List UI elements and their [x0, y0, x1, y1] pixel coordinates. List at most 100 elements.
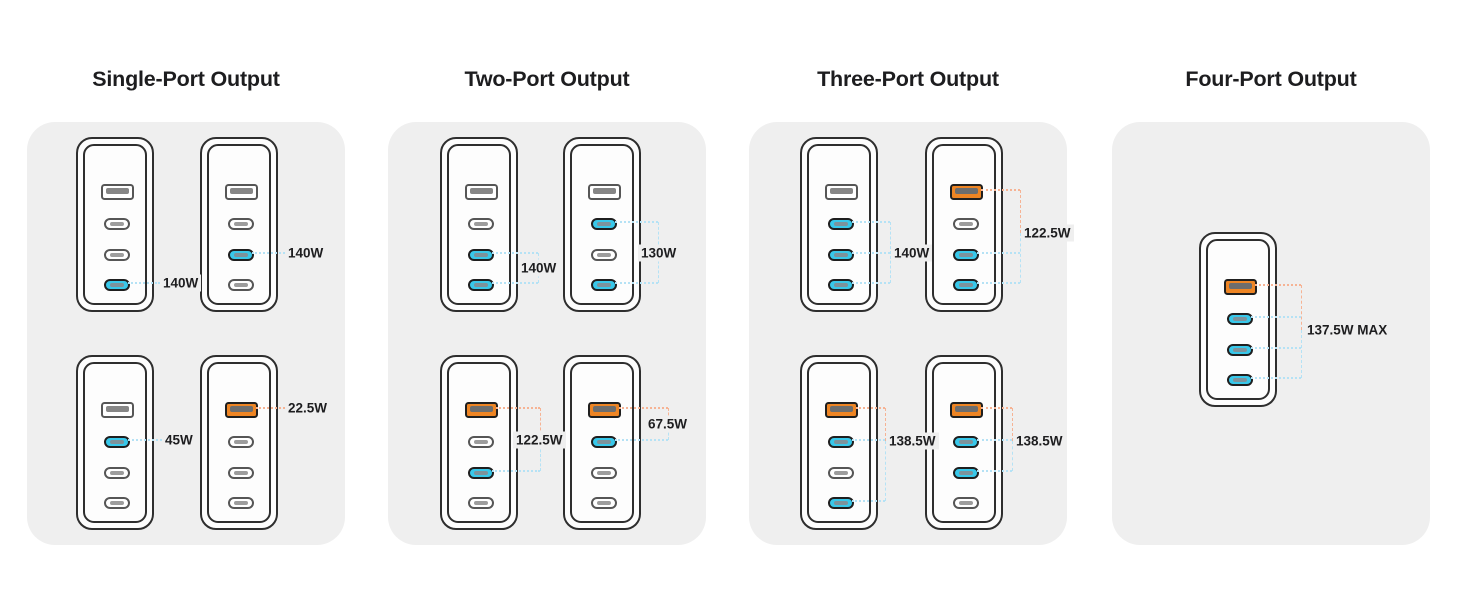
charger-body — [200, 137, 278, 312]
port-contact-bar — [959, 222, 973, 226]
port-contact-bar — [834, 253, 848, 257]
usb-c-port — [468, 436, 494, 448]
usb-c-port — [1227, 374, 1253, 386]
annotation-line — [852, 252, 890, 254]
charger-inner-outline — [807, 362, 871, 523]
annotation-line — [980, 407, 1012, 409]
charger-inner-outline — [207, 144, 271, 305]
annotation-line — [855, 407, 885, 409]
port-contact-bar — [110, 471, 124, 475]
wattage-label: 140W — [160, 274, 202, 292]
port-contact-bar — [474, 471, 488, 475]
annotation-line — [492, 282, 538, 284]
port-contact-bar — [834, 501, 848, 505]
port-contact-bar — [592, 188, 616, 194]
wattage-label: 22.5W — [285, 399, 331, 417]
port-contact-bar — [959, 283, 973, 287]
port-contact-bar — [1233, 317, 1247, 321]
usb-a-port — [1223, 279, 1257, 295]
annotation-line — [1254, 284, 1301, 286]
usb-c-port — [228, 467, 254, 479]
port-contact-bar — [959, 253, 973, 257]
usb-a-port — [464, 184, 498, 200]
port-contact-bar — [110, 283, 124, 287]
usb-a-port — [224, 184, 258, 200]
port-contact-bar — [469, 406, 493, 412]
usb-c-port — [953, 497, 979, 509]
wattage-label: 140W — [518, 259, 560, 277]
port-contact-bar — [834, 440, 848, 444]
annotation-line — [128, 282, 160, 284]
annotation-line — [980, 189, 1020, 191]
annotation-line — [977, 470, 1012, 472]
annotation-line — [852, 500, 885, 502]
port-contact-bar — [834, 283, 848, 287]
charger-body — [925, 355, 1003, 530]
port-contact-bar — [110, 501, 124, 505]
usb-a-port — [100, 402, 134, 418]
port-contact-bar — [469, 188, 493, 194]
port-contact-bar — [959, 471, 973, 475]
usb-c-port — [104, 218, 130, 230]
port-contact-bar — [110, 253, 124, 257]
output-panel — [388, 122, 706, 545]
usb-c-port — [1227, 313, 1253, 325]
annotation-bracket-line — [1020, 190, 1021, 233]
charger-body — [440, 355, 518, 530]
port-contact-bar — [1233, 348, 1247, 352]
annotation-line — [977, 282, 1020, 284]
port-contact-bar — [110, 222, 124, 226]
charger-body — [800, 355, 878, 530]
wattage-label: 130W — [638, 244, 680, 262]
usb-c-port — [228, 279, 254, 291]
charger-inner-outline — [83, 362, 147, 523]
annotation-line — [1251, 347, 1301, 349]
port-contact-bar — [959, 440, 973, 444]
charger-body — [76, 137, 154, 312]
usb-c-port — [104, 436, 130, 448]
annotation-line — [852, 282, 890, 284]
usb-c-port — [104, 279, 130, 291]
charger-inner-outline — [447, 144, 511, 305]
usb-c-port — [591, 436, 617, 448]
charger-inner-outline — [570, 362, 634, 523]
annotation-bracket-line — [1301, 285, 1302, 330]
usb-c-port — [828, 436, 854, 448]
annotation-line — [615, 221, 658, 223]
charger-body — [563, 137, 641, 312]
charger-body — [440, 137, 518, 312]
usb-a-port — [824, 402, 858, 418]
port-contact-bar — [1233, 378, 1247, 382]
wattage-label: 140W — [891, 244, 933, 262]
charger-inner-outline — [207, 362, 271, 523]
usb-c-port — [468, 497, 494, 509]
port-contact-bar — [954, 188, 978, 194]
panel-title: Four-Port Output — [1185, 67, 1357, 91]
port-contact-bar — [597, 283, 611, 287]
annotation-line — [977, 252, 1020, 254]
charger-body — [925, 137, 1003, 312]
charger-inner-outline — [570, 144, 634, 305]
port-contact-bar — [229, 188, 253, 194]
charger-inner-outline — [1206, 239, 1270, 400]
usb-c-port — [104, 497, 130, 509]
usb-c-port — [228, 436, 254, 448]
output-panel — [749, 122, 1067, 545]
annotation-line — [615, 439, 668, 441]
usb-c-port — [953, 467, 979, 479]
usb-c-port — [228, 218, 254, 230]
annotation-line — [128, 439, 162, 441]
port-contact-bar — [234, 283, 248, 287]
port-contact-bar — [829, 406, 853, 412]
port-contact-bar — [1228, 283, 1252, 289]
usb-c-port — [828, 497, 854, 509]
annotation-bracket-line — [885, 441, 886, 501]
port-contact-bar — [474, 440, 488, 444]
port-contact-bar — [234, 501, 248, 505]
usb-c-port — [828, 249, 854, 261]
port-contact-bar — [597, 253, 611, 257]
port-contact-bar — [597, 471, 611, 475]
usb-c-port — [953, 218, 979, 230]
port-contact-bar — [474, 501, 488, 505]
